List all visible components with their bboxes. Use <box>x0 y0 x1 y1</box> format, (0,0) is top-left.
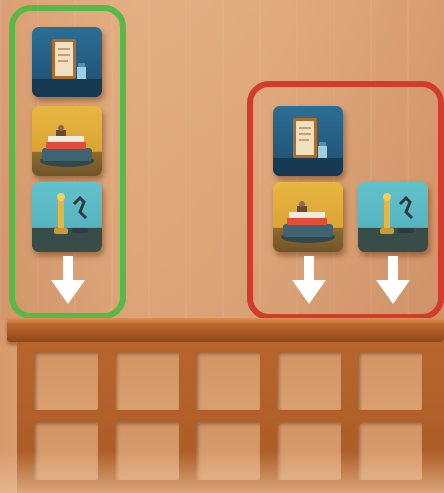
candle-trophy-icon <box>358 182 428 252</box>
cabinet-pane <box>277 352 341 410</box>
cabinet-pane <box>115 352 179 410</box>
cabinet-pane <box>196 352 260 410</box>
books-on-stand-icon <box>32 106 102 176</box>
framed-picture-card[interactable] <box>32 27 102 97</box>
cabinet-pane <box>34 352 98 410</box>
floor-fade <box>0 450 444 493</box>
candle-trophy-card[interactable] <box>32 182 102 252</box>
cabinet-pane <box>358 352 422 410</box>
books-on-stand-icon <box>273 182 343 252</box>
candle-trophy-icon <box>32 182 102 252</box>
down-arrow-icon <box>376 256 410 304</box>
framed-picture-icon <box>273 106 343 176</box>
down-arrow-icon <box>292 256 326 304</box>
down-arrow-icon <box>51 256 85 304</box>
shelf-edge <box>7 318 444 323</box>
candle-trophy-card[interactable] <box>358 182 428 252</box>
framed-picture-icon <box>32 27 102 97</box>
books-on-stand-card[interactable] <box>273 182 343 252</box>
framed-picture-card[interactable] <box>273 106 343 176</box>
books-on-stand-card[interactable] <box>32 106 102 176</box>
